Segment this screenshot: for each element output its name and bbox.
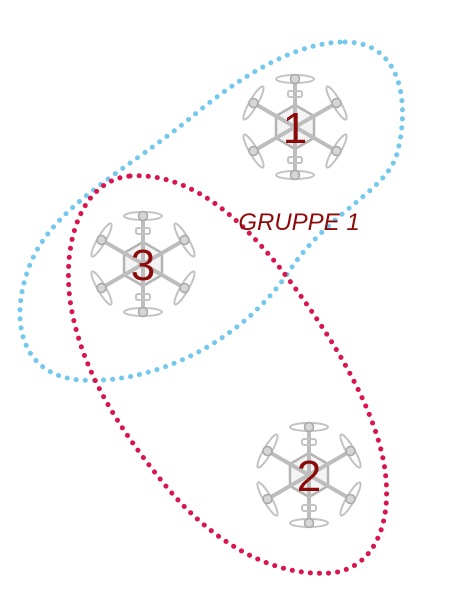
group-2-outline — [65, 173, 390, 576]
drone-2-number: 2 — [297, 452, 321, 501]
drone-3: 3 — [86, 209, 200, 319]
group-1-outline — [17, 39, 406, 383]
drone-2: 2 — [252, 420, 366, 530]
drone-3-number: 3 — [131, 241, 155, 290]
group-label: GRUPPE 1 — [238, 209, 359, 236]
drone-1: 1 — [238, 72, 352, 182]
drone-1-number: 1 — [283, 104, 307, 153]
